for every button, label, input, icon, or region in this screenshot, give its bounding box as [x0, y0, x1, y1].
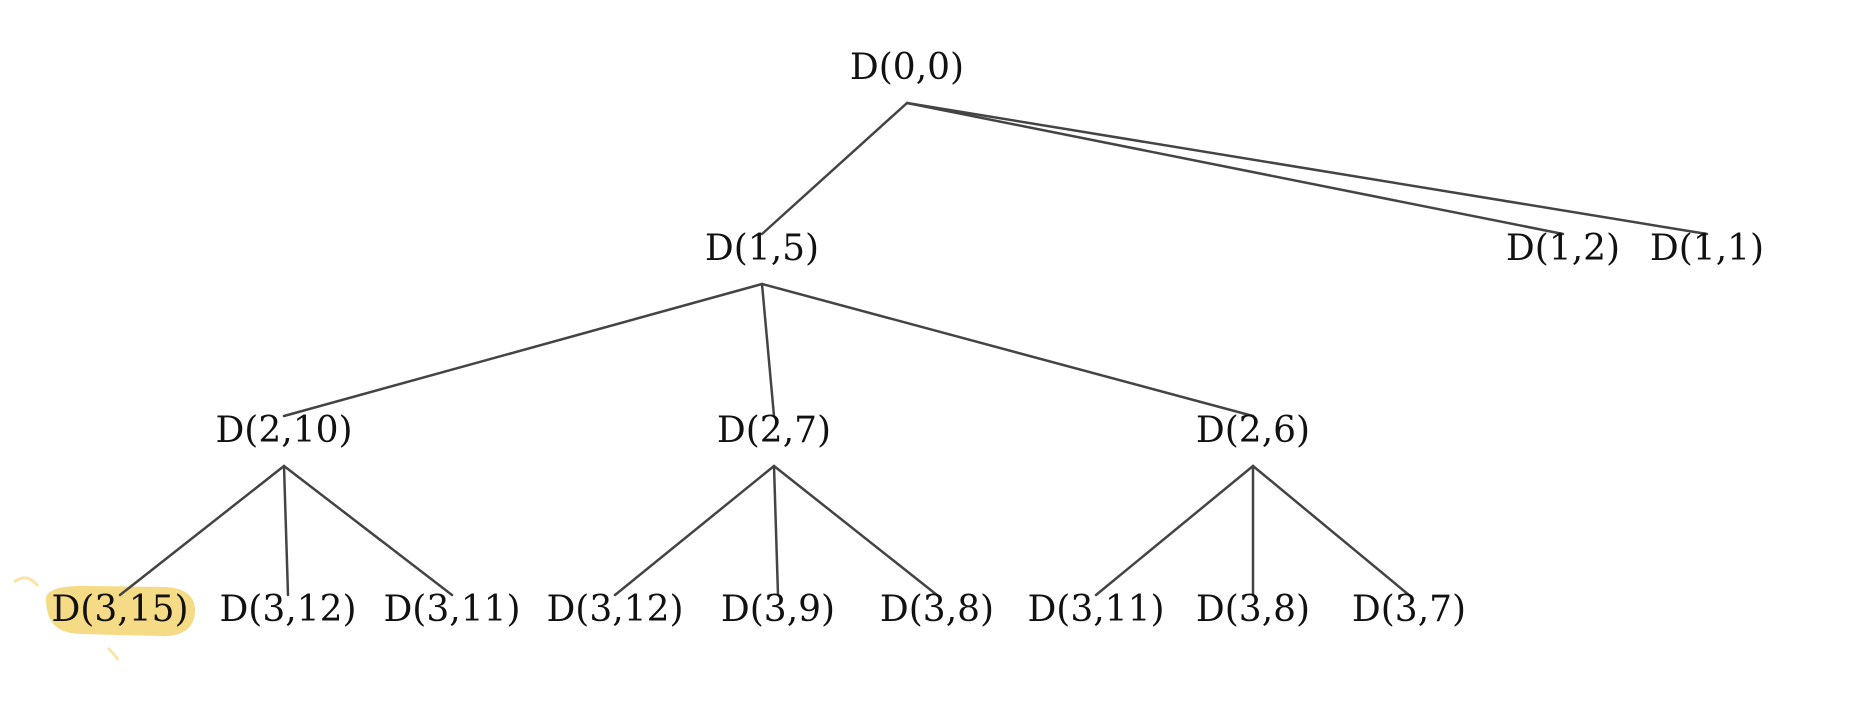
edge-n1-n4	[282, 282, 764, 418]
node-d-1-2: D(1,2)	[1506, 228, 1620, 269]
node-d-3-12: D(3,12)	[219, 589, 356, 630]
edge-n6-n13	[1094, 464, 1255, 597]
node-d-3-11: D(3,11)	[383, 589, 520, 630]
node-d-1-5: D(1,5)	[705, 228, 819, 269]
highlight-marker-d-3-15	[45, 585, 196, 637]
node-d-3-11: D(3,11)	[1027, 589, 1164, 630]
node-d-2-6: D(2,6)	[1196, 410, 1310, 451]
node-d-2-10: D(2,10)	[215, 410, 352, 451]
edge-n0-n2	[905, 101, 1565, 236]
edge-n4-n8	[282, 464, 290, 597]
edge-n0-n3	[905, 101, 1709, 236]
node-d-2-7: D(2,7)	[717, 410, 831, 451]
node-d-3-9: D(3,9)	[721, 589, 835, 630]
edge-n0-n1	[760, 101, 909, 236]
node-d-3-8: D(3,8)	[880, 589, 994, 630]
edge-n5-n10	[613, 464, 776, 597]
node-d-3-15: D(3,15)	[51, 589, 188, 630]
edge-n4-n9	[282, 464, 454, 597]
node-d-1-1: D(1,1)	[1650, 228, 1764, 269]
node-d-3-12: D(3,12)	[546, 589, 683, 630]
edge-layer	[118, 101, 1709, 597]
edge-n4-n7	[118, 464, 286, 597]
edge-n6-n15	[1251, 464, 1411, 597]
highlight-layer	[13, 576, 196, 661]
edge-n1-n5	[760, 282, 776, 418]
node-d-0-0: D(0,0)	[850, 47, 964, 88]
highlight-stroke-top	[13, 576, 40, 587]
highlight-stroke-bottom	[106, 646, 120, 661]
node-d-3-8: D(3,8)	[1196, 589, 1310, 630]
node-d-3-7: D(3,7)	[1352, 589, 1466, 630]
edge-n5-n12	[772, 464, 939, 597]
label-layer: D(0,0) D(1,5) D(1,2) D(1,1) D(2,10) D(2,…	[51, 47, 1764, 630]
edge-n1-n6	[760, 282, 1255, 418]
edge-n5-n11	[772, 464, 780, 597]
